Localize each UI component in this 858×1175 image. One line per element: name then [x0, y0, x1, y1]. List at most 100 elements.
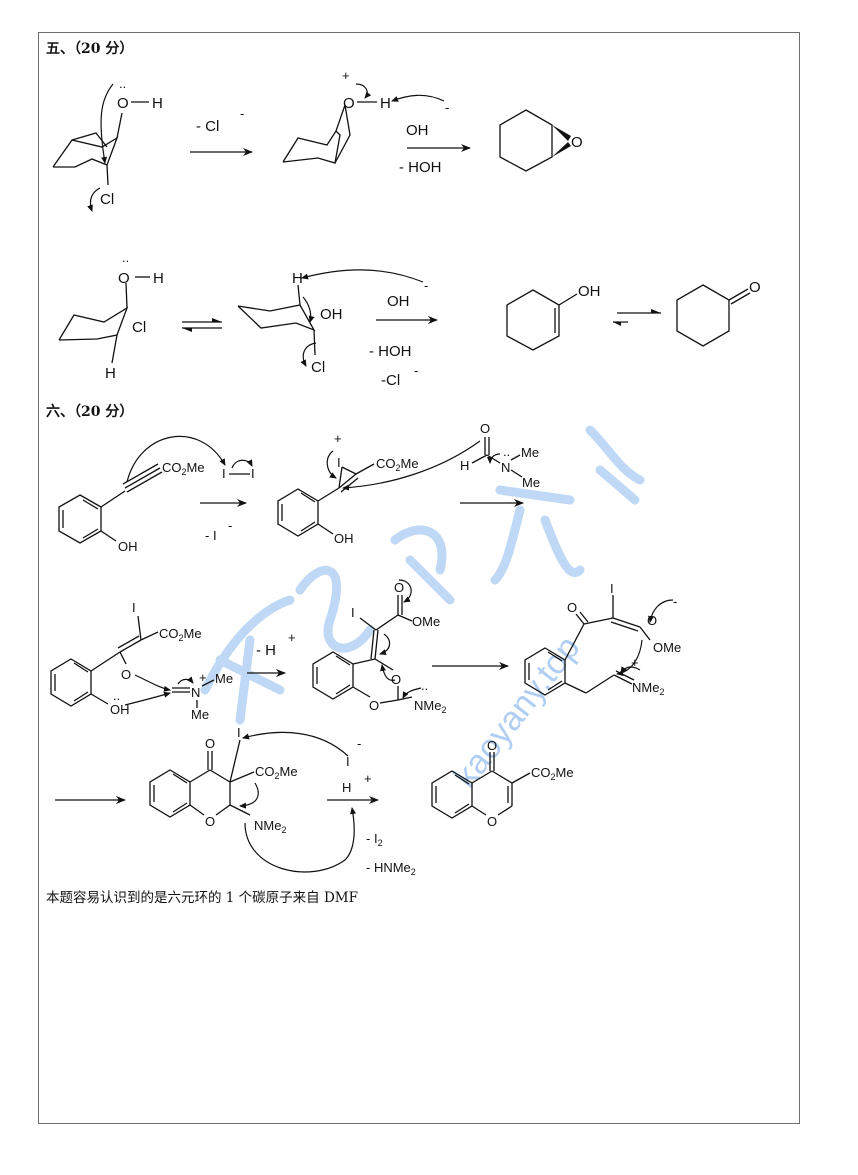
- svg-text:Me: Me: [521, 445, 539, 460]
- step2-reagent-bottom: - HOH: [399, 159, 442, 176]
- svg-text:-: -: [240, 106, 244, 121]
- svg-text:N: N: [191, 685, 200, 700]
- svg-text:Me: Me: [522, 475, 540, 490]
- byproduct-iodine: - I2: [366, 831, 383, 848]
- svg-text:OH: OH: [118, 539, 138, 554]
- scheme-six-row1: OH CO2Me I I - I - I + CO2Me: [58, 421, 540, 554]
- svg-text:CO2Me: CO2Me: [531, 765, 574, 782]
- svg-text:I: I: [251, 466, 255, 481]
- step2-reagent-top: OH: [406, 122, 429, 139]
- svg-text:O: O: [391, 672, 401, 687]
- svg-text:-: -: [414, 363, 418, 378]
- iodide: I: [346, 754, 350, 769]
- scheme-six-row3: O I CO2Me O NMe2 I - H + - I2 - HNMe2: [55, 725, 574, 877]
- svg-text:H: H: [292, 270, 303, 287]
- svg-text:NMe2: NMe2: [254, 818, 286, 835]
- svg-text:O: O: [487, 814, 497, 829]
- protonated-epoxide: O + H -: [282, 68, 449, 164]
- dmf: O H N .. Me Me: [460, 421, 540, 490]
- scheme-five-1: O .. H Cl - Cl - O + H - OH - HOH: [52, 68, 583, 212]
- svg-text:I: I: [237, 725, 241, 740]
- svg-text:..: ..: [122, 250, 129, 265]
- svg-text:Me: Me: [191, 707, 209, 722]
- svg-text:I: I: [610, 581, 614, 596]
- svg-text:OH: OH: [110, 702, 130, 717]
- svg-text:CO2Me: CO2Me: [162, 460, 205, 477]
- svg-text:O: O: [394, 580, 404, 595]
- iodine-molecule: I I: [222, 459, 255, 481]
- svg-text:H: H: [153, 270, 164, 287]
- scheme-six-row2: I CO2Me O OH .. N + Me Me - H +: [50, 579, 681, 722]
- svg-text:I: I: [222, 466, 226, 481]
- svg-text:OMe: OMe: [412, 614, 440, 629]
- chlorohydrin-diequatorial: O .. H Cl H: [58, 250, 164, 382]
- svg-text:Cl: Cl: [311, 359, 325, 376]
- svg-text:CO2Me: CO2Me: [376, 456, 419, 473]
- svg-text:..: ..: [113, 688, 120, 703]
- reagent-bottom-2: -Cl: [381, 372, 400, 389]
- alkynylphenol: OH CO2Me: [58, 435, 226, 554]
- step-reagent: - H: [256, 642, 276, 659]
- svg-text:I: I: [132, 600, 136, 615]
- proton: H: [342, 780, 351, 795]
- svg-text:+: +: [342, 68, 350, 83]
- svg-text:Me: Me: [215, 671, 233, 686]
- footnote: 本题容易认识到的是六元环的 1 个碳原子来自 DMF: [46, 890, 358, 906]
- iminium-intermediate: I CO2Me O OH .. N + Me Me: [50, 600, 233, 722]
- svg-text:OH: OH: [334, 531, 354, 546]
- scheme-five-2: O .. H Cl H H OH Cl - OH - HOH -C: [58, 250, 761, 389]
- svg-text:CO2Me: CO2Me: [159, 626, 202, 643]
- svg-text:O: O: [567, 600, 577, 615]
- svg-text:OH: OH: [320, 306, 343, 323]
- svg-text:H: H: [380, 95, 391, 112]
- svg-text:Cl: Cl: [132, 319, 146, 336]
- svg-text:H: H: [152, 95, 163, 112]
- svg-text:-: -: [424, 278, 428, 293]
- svg-text:OMe: OMe: [653, 640, 681, 655]
- svg-text:O: O: [205, 736, 215, 751]
- svg-text:+: +: [288, 630, 296, 645]
- svg-text:-: -: [357, 736, 361, 751]
- svg-text:+: +: [364, 771, 372, 786]
- svg-text:+: +: [199, 670, 207, 685]
- section-six-heading: 六、（20 分）: [46, 404, 134, 420]
- svg-text:-: -: [445, 100, 449, 115]
- svg-text:Cl: Cl: [100, 191, 114, 208]
- svg-text:I: I: [337, 455, 341, 470]
- page-frame: [38, 32, 800, 1124]
- svg-text:H: H: [460, 458, 469, 473]
- byproduct-dimethylamine: - HNMe2: [366, 860, 416, 877]
- chromanone-intermediate: O I CO2Me O NMe2: [149, 725, 357, 873]
- step1-reagent: - Cl: [196, 118, 219, 135]
- svg-text:H: H: [105, 365, 116, 382]
- svg-text:OH: OH: [578, 283, 601, 300]
- benzodioxine-intermediate: I O OMe O O NMe2 ..: [312, 579, 446, 715]
- svg-text:I: I: [351, 605, 355, 620]
- svg-text:..: ..: [421, 678, 428, 693]
- svg-text:O: O: [571, 134, 583, 151]
- reagent-bottom-1: - HOH: [369, 343, 412, 360]
- svg-text:..: ..: [119, 76, 126, 91]
- equilibrium-arrows: [182, 318, 222, 332]
- svg-text:+: +: [334, 431, 342, 446]
- cyclohexene-oxide: O: [499, 109, 583, 172]
- chlorohydrin-diaxial: H OH Cl -: [237, 269, 428, 376]
- svg-text:N: N: [501, 460, 510, 475]
- svg-text:O: O: [369, 698, 379, 713]
- svg-text:O: O: [205, 814, 215, 829]
- iodonium-intermediate: I + CO2Me OH: [277, 431, 481, 546]
- chlorohydrin-chair: O .. H Cl: [52, 76, 163, 212]
- svg-text:O: O: [480, 421, 490, 436]
- svg-text:-: -: [228, 518, 232, 533]
- tautomer-arrows: [613, 309, 661, 326]
- svg-text:NMe2: NMe2: [632, 680, 664, 697]
- arrow-reagent: - I: [205, 528, 217, 543]
- cyclohexanone: O: [676, 279, 761, 347]
- svg-text:O: O: [343, 95, 355, 112]
- chromone-product: O CO2Me O: [431, 738, 574, 829]
- svg-text:O: O: [117, 95, 129, 112]
- section-five-heading: 五、（20 分）: [46, 41, 134, 57]
- svg-text:..: ..: [503, 444, 510, 459]
- svg-text:CO2Me: CO2Me: [255, 764, 298, 781]
